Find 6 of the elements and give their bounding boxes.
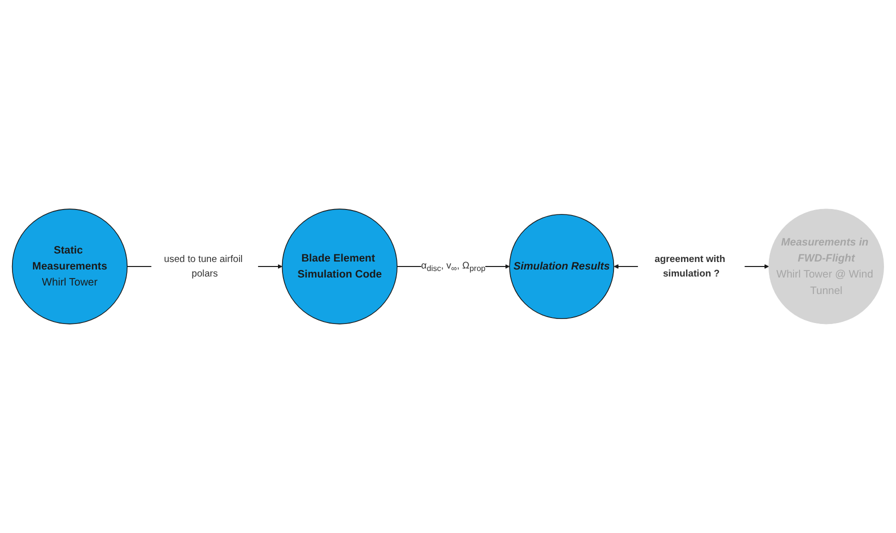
edge-label: used to tune airfoil polars	[164, 254, 243, 279]
node-circle: Blade Element Simulation Code	[282, 208, 398, 324]
edge-label: agreement with simulation ?	[654, 254, 726, 279]
node-circle: Simulation Results	[509, 214, 614, 320]
edge-label: α$_{disc}$, v$_{∞}$, Ω$_{prop}$	[421, 260, 486, 273]
node-circle: Static Measurements Whirl Tower	[12, 208, 128, 324]
